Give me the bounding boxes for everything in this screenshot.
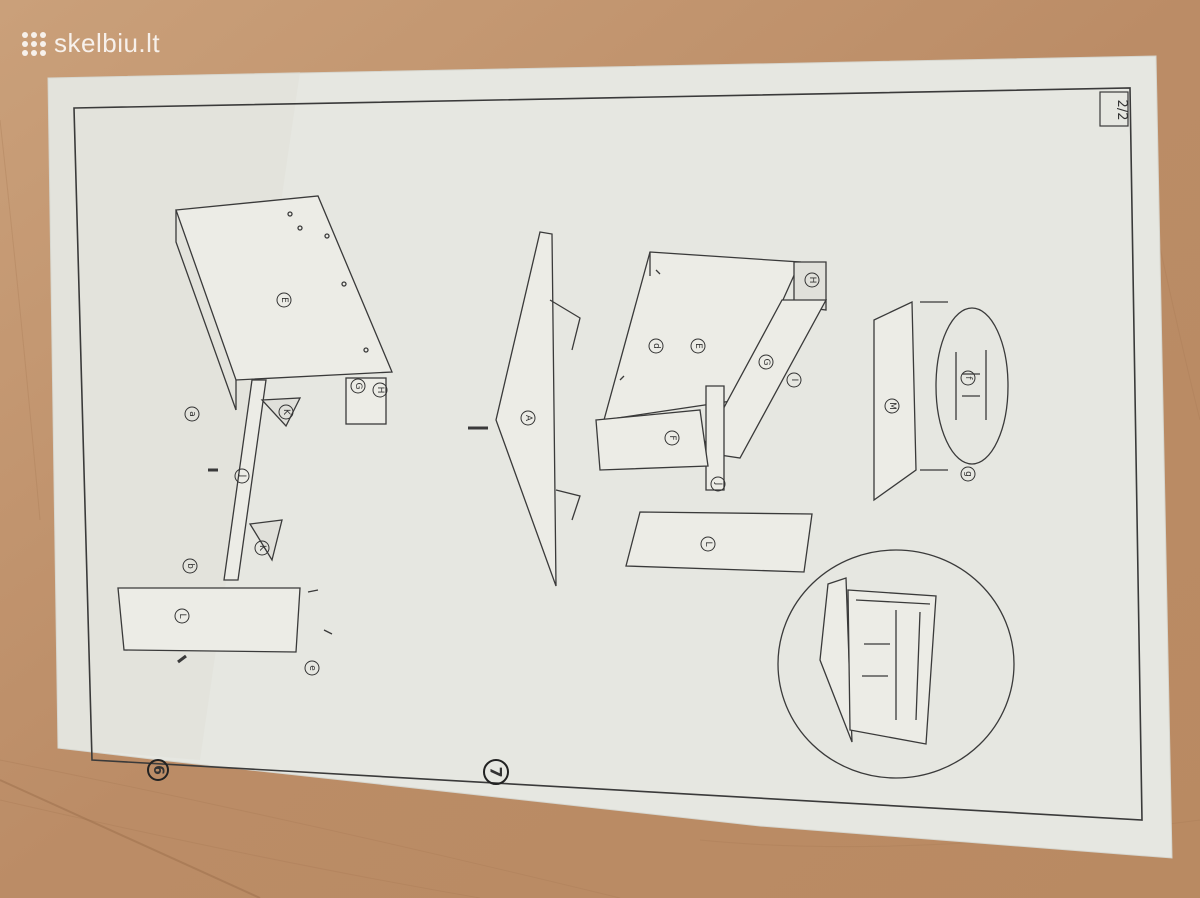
label-h-step7: H <box>804 272 820 288</box>
label-l-step7: L <box>700 536 716 552</box>
svg-text:L: L <box>703 541 713 546</box>
dots-grid-icon <box>22 31 46 56</box>
svg-text:M: M <box>887 402 897 410</box>
svg-text:g: g <box>963 471 973 477</box>
svg-text:b: b <box>185 563 195 569</box>
step-7-badge: 7 <box>483 759 509 785</box>
svg-text:A: A <box>523 415 533 422</box>
piece-g-h-step6 <box>345 377 387 425</box>
assembled-view-bubble <box>777 549 1015 779</box>
panel-m <box>873 300 917 502</box>
svg-text:J: J <box>713 482 723 486</box>
svg-text:H: H <box>375 387 385 394</box>
watermark: skelbiu.lt <box>22 28 160 59</box>
label-m: M <box>884 398 900 414</box>
label-e-small: e <box>304 660 320 676</box>
step-6-badge: 6 <box>147 759 169 781</box>
label-g-small: g <box>960 466 976 482</box>
label-k-bottom: K <box>254 540 270 556</box>
svg-text:E: E <box>279 297 289 303</box>
panel-l-step7 <box>625 511 813 573</box>
label-b-small: b <box>182 558 198 574</box>
label-e-step6: E <box>276 292 292 308</box>
shelf-j-step6 <box>223 379 267 581</box>
svg-text:I: I <box>789 379 799 382</box>
label-e-step7: E <box>690 338 706 354</box>
top-panel-a <box>495 231 557 587</box>
svg-text:K: K <box>281 409 291 416</box>
label-f: F <box>664 430 680 446</box>
svg-text:G: G <box>353 383 363 390</box>
label-k-top: K <box>278 404 294 420</box>
label-g: G <box>350 378 366 394</box>
part-labels: E G H K J K L a b e A d E H G I F J L M … <box>174 272 976 676</box>
label-j-step7: J <box>710 476 726 492</box>
panel-l-step6 <box>117 587 301 653</box>
label-a-step7: A <box>520 410 536 426</box>
assembled-body <box>847 589 937 745</box>
label-a-small: a <box>184 406 200 422</box>
rail-g-i <box>698 299 828 459</box>
panel-e-step6 <box>175 195 393 381</box>
svg-text:7: 7 <box>487 766 506 777</box>
label-j-step6: J <box>234 468 250 484</box>
svg-text:H: H <box>807 277 817 284</box>
assembled-top <box>819 577 853 743</box>
svg-text:G: G <box>761 359 771 366</box>
label-g-step7: G <box>758 354 774 370</box>
svg-text:d: d <box>651 343 661 349</box>
svg-text:E: E <box>693 343 703 349</box>
page-number: 2/2 <box>1114 100 1129 121</box>
page-frame <box>73 87 1143 821</box>
side-panel-f <box>595 409 709 471</box>
svg-text:6: 6 <box>150 765 166 775</box>
svg-text:F: F <box>667 435 677 440</box>
svg-text:a: a <box>187 411 197 417</box>
label-i: I <box>786 372 802 388</box>
side-panel-h <box>793 261 827 311</box>
svg-text:K: K <box>257 545 267 552</box>
svg-text:L: L <box>177 613 187 618</box>
watermark-text: skelbiu.lt <box>54 28 161 58</box>
fixing-detail-bubble <box>935 307 1009 465</box>
label-f-small: f <box>960 370 976 386</box>
page-number-box <box>1099 91 1129 127</box>
label-d-small: d <box>648 338 664 354</box>
svg-text:f: f <box>963 376 973 380</box>
label-h: H <box>372 382 388 398</box>
svg-text:J: J <box>237 474 247 478</box>
bracket-k-bottom <box>248 519 283 562</box>
label-l-step6: L <box>174 608 190 624</box>
svg-text:e: e <box>307 665 317 671</box>
shelf-j-step7 <box>705 385 725 491</box>
